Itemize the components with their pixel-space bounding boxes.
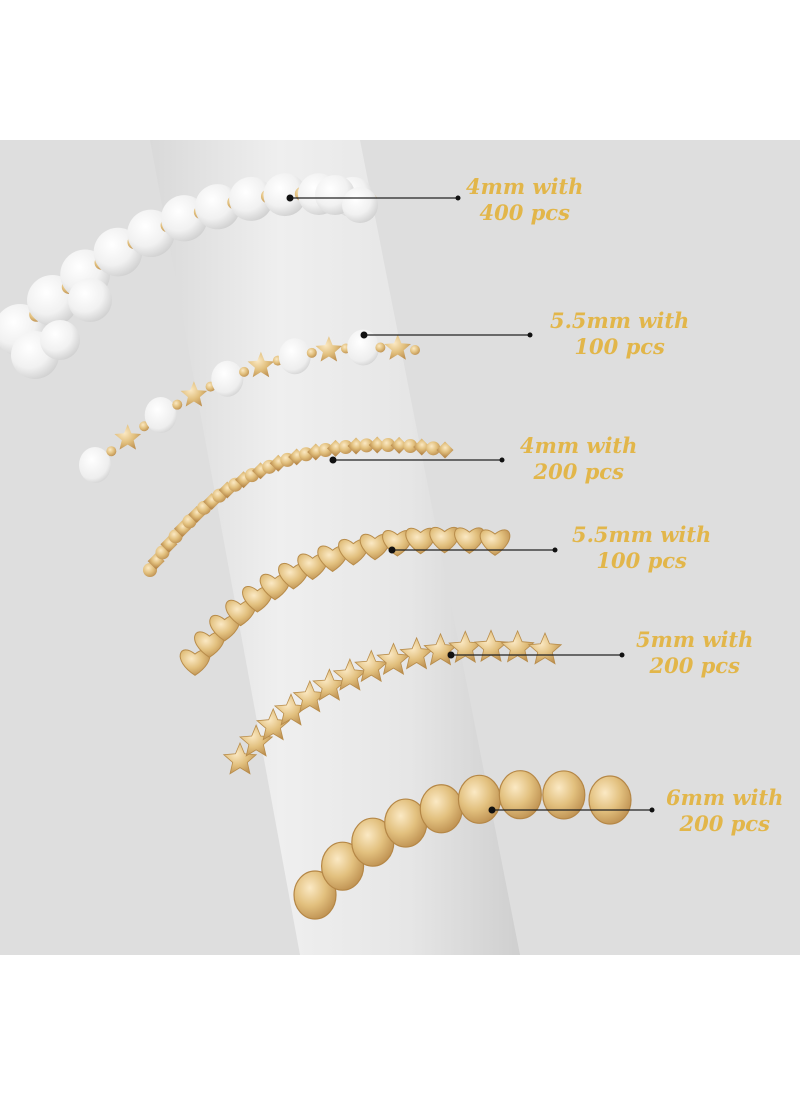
crystal-bead — [211, 360, 244, 397]
pearl-bracelet — [0, 173, 378, 379]
label-size: 4mm with — [466, 174, 584, 199]
display-stand — [150, 140, 520, 955]
label-5-5mm-100-heart: 5.5mm with 100 pcs — [572, 522, 711, 574]
label-count: 200 pcs — [679, 811, 770, 836]
gold-disc-bead — [588, 775, 632, 825]
label-count: 100 pcs — [596, 548, 687, 573]
label-size: 6mm with — [666, 785, 784, 810]
crystal-bead — [144, 397, 177, 434]
label-5-5mm-100-crystal: 5.5mm with 100 pcs — [550, 308, 689, 360]
crystal-bead — [79, 447, 111, 483]
gold-heart-bead — [479, 529, 511, 556]
gold-round-bead — [403, 439, 418, 454]
gold-heart-bead — [259, 573, 291, 601]
pearl-bead — [194, 184, 241, 230]
gold-heart-bead — [225, 599, 256, 627]
gold-disc-bead — [419, 784, 463, 834]
leader-dot — [447, 651, 455, 659]
gold-disc-bead — [542, 770, 586, 820]
gold-spacer-bead — [410, 345, 420, 355]
gold-star-bead — [222, 741, 258, 775]
gold-heart-bead — [209, 614, 240, 642]
leader-dot — [499, 457, 505, 463]
label-4mm-400: 4mm with 400 pcs — [466, 174, 583, 226]
crystal-bead — [347, 329, 380, 366]
gold-disc-bead — [457, 774, 502, 824]
leader-lines — [290, 197, 652, 811]
label-count: 400 pcs — [479, 200, 570, 225]
gold-heart-bracelet — [179, 526, 511, 676]
gold-star-bead — [354, 649, 389, 683]
pearl-bead — [229, 176, 274, 221]
gold-spacer-bead — [106, 446, 117, 457]
gold-cube-bead — [436, 441, 454, 459]
leader-dot — [360, 331, 368, 339]
gold-round-bead — [359, 438, 374, 453]
gold-round-bead — [381, 438, 396, 453]
label-size: 5.5mm with — [572, 522, 712, 547]
gold-heart-bead — [242, 586, 273, 613]
leader-dot — [286, 194, 294, 202]
gold-cube-bead — [413, 438, 431, 456]
leader-dot — [488, 806, 496, 814]
leader-dot — [329, 456, 337, 464]
gold-heart-bead — [179, 649, 211, 676]
gold-spacer-bead — [239, 366, 250, 377]
gold-round-bead — [338, 440, 353, 455]
label-6mm-200: 6mm with 200 pcs — [666, 785, 783, 837]
crystal-bracelet — [79, 329, 420, 483]
label-size: 4mm with — [520, 433, 638, 458]
crystal-bead — [278, 338, 311, 375]
label-size: 5mm with — [636, 627, 754, 652]
gold-spacer-bead — [139, 421, 150, 432]
gold-cube-bead — [368, 436, 386, 454]
gold-star-bead — [247, 351, 275, 378]
leader-dot — [388, 546, 396, 554]
label-4mm-200: 4mm with 200 pcs — [520, 433, 637, 485]
gold-cube-bead — [347, 437, 365, 455]
leader-dot — [552, 547, 558, 553]
leader-dot — [649, 807, 655, 813]
gold-spacer-bead — [172, 399, 183, 410]
gold-star-bead — [315, 336, 343, 362]
pearl-bead — [342, 187, 378, 223]
pearl-bead — [40, 320, 80, 360]
gold-star-bead — [332, 658, 368, 691]
gold-star-bead — [376, 642, 411, 676]
label-count: 200 pcs — [533, 459, 624, 484]
label-size: 5.5mm with — [550, 308, 690, 333]
leader-dot — [455, 195, 461, 201]
label-5mm-200: 5mm with 200 pcs — [636, 627, 753, 679]
gold-spacer-bead — [375, 342, 386, 353]
gold-round-bead — [426, 441, 441, 456]
pearl-bead — [263, 173, 307, 217]
gold-star-bead — [384, 334, 411, 360]
gold-disc-bead — [293, 870, 337, 920]
gold-disc-bead — [498, 770, 542, 820]
gold-star-bead — [527, 631, 563, 665]
leader-dots — [286, 194, 655, 814]
gold-star-bracelet — [222, 629, 563, 775]
leader-dot — [619, 652, 625, 658]
gold-heart-bead — [194, 631, 225, 658]
leader-dot — [527, 332, 533, 338]
gold-star-bead — [180, 381, 208, 407]
gold-cube-bead — [390, 436, 408, 454]
pearl-bead — [68, 278, 112, 322]
gold-disc-bead — [320, 841, 365, 891]
gold-spacer-bead — [306, 347, 317, 358]
gold-bead-bracelet — [143, 436, 454, 577]
label-count: 100 pcs — [574, 334, 665, 359]
label-count: 200 pcs — [649, 653, 740, 678]
gold-star-bead — [114, 424, 142, 450]
